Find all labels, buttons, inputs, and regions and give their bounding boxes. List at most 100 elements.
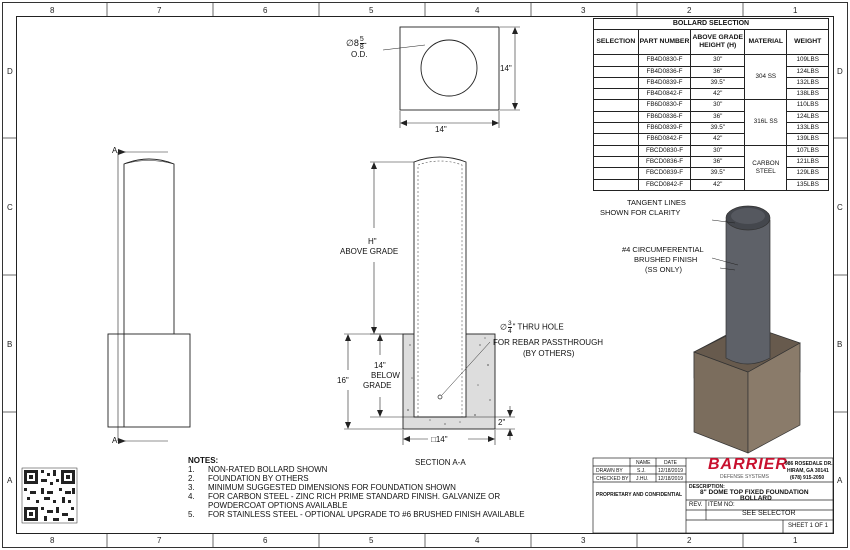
tb-sheet: SHEET 1 OF 1 bbox=[788, 523, 828, 529]
bollard-selection-table: BOLLARD SELECTION SELECTION PART NUMBER … bbox=[593, 17, 829, 191]
diameter-symbol: ∅8 bbox=[346, 37, 359, 48]
height-value: 36" bbox=[690, 155, 746, 169]
rebar-label-1: FOR REBAR PASSTHROUGH bbox=[493, 338, 604, 347]
tb-drawn-label: DRAWN BY bbox=[596, 468, 623, 474]
height-value: 42" bbox=[690, 178, 746, 191]
tb-name-header: NAME bbox=[636, 460, 651, 466]
part-number: FB6D0830-F bbox=[637, 99, 692, 112]
top-height-dim: 14" bbox=[500, 64, 512, 73]
height-value: 39.5" bbox=[690, 76, 746, 90]
tb-address2: HIRAM, GA 30141 bbox=[787, 468, 829, 474]
zone-col-2: 2 bbox=[687, 6, 692, 15]
height-value: 42" bbox=[690, 88, 746, 101]
zone-col-6: 6 bbox=[263, 6, 268, 15]
part-number: FBCD0836-F bbox=[637, 155, 692, 169]
qr-code bbox=[21, 467, 78, 524]
section-view bbox=[344, 156, 515, 445]
weight-value: 138LBS bbox=[786, 88, 829, 101]
tb-checked-name: J.HU. bbox=[636, 476, 649, 482]
zone-row-b: B bbox=[7, 340, 13, 349]
section-marker-bottom: A bbox=[112, 436, 118, 445]
tb-proprietary: PROPRIETARY AND CONFIDENTIAL bbox=[596, 492, 683, 498]
zone-col-8-bottom: 8 bbox=[50, 536, 55, 545]
zone-row-a: A bbox=[7, 476, 13, 485]
zone-col-1-bottom: 1 bbox=[793, 536, 798, 545]
part-number: FB6D0836-F bbox=[637, 110, 692, 124]
base-width-dim: □14" bbox=[431, 435, 448, 444]
od-label: O.D. bbox=[351, 50, 368, 59]
zone-col-3-bottom: 3 bbox=[581, 536, 586, 545]
note-item: 3.MINIMUM SUGGESTED DIMENSIONS FOR FOUND… bbox=[188, 483, 456, 492]
zone-row-c: C bbox=[7, 203, 13, 212]
zone-row-d-right: D bbox=[837, 67, 843, 76]
side-view bbox=[107, 149, 191, 444]
tb-description-label: DESCRIPTION: bbox=[689, 484, 725, 490]
height-value: 36" bbox=[690, 110, 746, 124]
above-grade-label: ABOVE GRADE bbox=[340, 247, 399, 256]
zone-col-4: 4 bbox=[475, 6, 480, 15]
zone-col-1: 1 bbox=[793, 6, 798, 15]
height-value: 42" bbox=[690, 133, 746, 146]
top-view bbox=[382, 26, 520, 128]
zone-col-4-bottom: 4 bbox=[475, 536, 480, 545]
note-item: POWDERCOAT OPTIONS AVAILABLE bbox=[208, 501, 348, 510]
logo-subtitle: DEFENSE SYSTEMS bbox=[720, 474, 769, 480]
height-value: 39.5" bbox=[690, 122, 746, 135]
header-material: MATERIAL bbox=[744, 29, 788, 56]
part-number: FBCD0830-F bbox=[637, 144, 692, 157]
header-height: ABOVE GRADE HEIGHT (H) bbox=[690, 29, 746, 56]
weight-value: 110LBS bbox=[786, 99, 829, 112]
tb-drawn-name: S.J. bbox=[637, 468, 646, 474]
note-item: 5.FOR STAINLESS STEEL - OPTIONAL UPGRADE… bbox=[188, 510, 525, 519]
fraction-numerator: 5 bbox=[359, 36, 364, 44]
thru-hole-text: " THRU HOLE bbox=[512, 322, 564, 332]
tb-phone: (678) 915-2050 bbox=[790, 475, 825, 481]
weight-value: 132LBS bbox=[786, 76, 829, 90]
zone-row-d: D bbox=[7, 67, 13, 76]
part-number: FBCD0842-F bbox=[637, 178, 692, 191]
weight-value: 121LBS bbox=[786, 155, 829, 169]
weight-value: 124LBS bbox=[786, 65, 829, 78]
material-304ss: 304 SS bbox=[744, 54, 788, 101]
notes-heading: NOTES: bbox=[188, 456, 219, 465]
part-number: FB4D0842-F bbox=[637, 88, 692, 101]
tb-rev-label: REV. bbox=[689, 502, 703, 508]
weight-value: 124LBS bbox=[786, 110, 829, 124]
iso-view bbox=[693, 205, 801, 454]
part-number: FBCD0839-F bbox=[637, 167, 692, 180]
weight-value: 135LBS bbox=[786, 178, 829, 191]
material-carbon-steel: CARBON STEEL bbox=[744, 144, 788, 191]
tangent-note-2: SHOWN FOR CLARITY bbox=[600, 208, 681, 217]
header-weight: WEIGHT bbox=[786, 29, 829, 56]
rebar-label-2: (BY OTHERS) bbox=[523, 349, 575, 358]
barrier-logo: BARRIER bbox=[708, 456, 788, 473]
zone-col-6-bottom: 6 bbox=[263, 536, 268, 545]
part-number: FB4D0839-F bbox=[637, 76, 692, 90]
two-inch-dim: 2" bbox=[498, 418, 506, 427]
notes-block: NOTES: 1.NON-RATED BOLLARD SHOWN 2.FOUND… bbox=[188, 456, 525, 519]
tb-drawn-date: 12/18/2019 bbox=[658, 468, 684, 474]
header-selection: SELECTION bbox=[593, 29, 639, 56]
header-part-number: PART NUMBER bbox=[637, 29, 692, 56]
zone-col-3: 3 bbox=[581, 6, 586, 15]
fraction-denominator: 4 bbox=[507, 328, 512, 335]
height-value: 39.5" bbox=[690, 167, 746, 180]
below-depth-dim: 14" bbox=[374, 361, 386, 370]
tb-address1: 986 ROSEDALE DR. bbox=[785, 461, 833, 467]
section-title: SECTION A-A bbox=[415, 458, 466, 467]
height-value: 36" bbox=[690, 65, 746, 78]
zone-col-8: 8 bbox=[50, 6, 55, 15]
finish-note-3: (SS ONLY) bbox=[645, 265, 682, 274]
zone-col-2-bottom: 2 bbox=[687, 536, 692, 545]
table-title: BOLLARD SELECTION bbox=[593, 17, 829, 31]
zone-col-5-bottom: 5 bbox=[369, 536, 374, 545]
part-number: FB4D0830-F bbox=[637, 54, 692, 67]
note-item: 2.FOUNDATION BY OTHERS bbox=[188, 474, 309, 483]
